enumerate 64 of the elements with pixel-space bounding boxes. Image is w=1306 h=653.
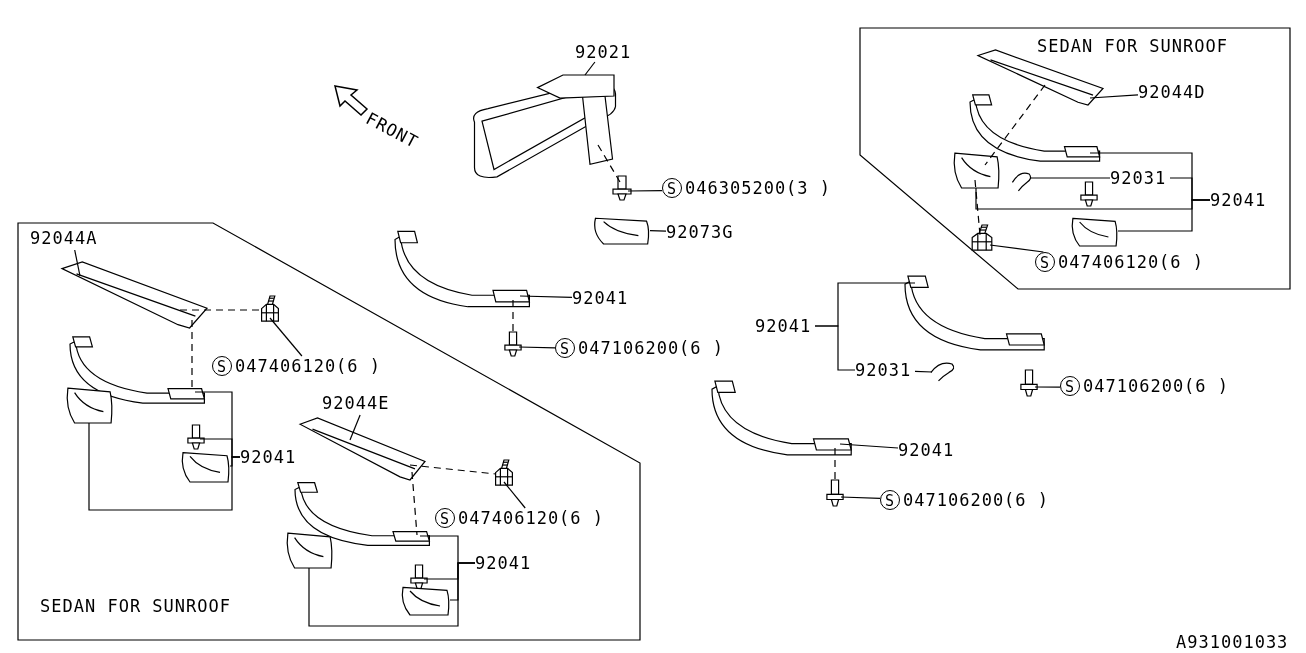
assembly-line — [984, 84, 1046, 166]
cover-drawing — [180, 450, 230, 482]
assembly-line — [512, 299, 514, 333]
leader-line — [814, 325, 856, 371]
cover-drawing — [1070, 216, 1118, 246]
leader-line — [840, 496, 881, 499]
bolt-drawing — [492, 460, 516, 488]
callout-number: 92041 — [240, 447, 297, 467]
assembly-line — [409, 464, 497, 475]
callout-number: 92044E — [322, 393, 390, 413]
panel-title: SEDAN FOR SUNROOF — [1037, 36, 1228, 56]
cover-drawing — [400, 585, 450, 615]
cover-drawing — [65, 385, 113, 423]
leader-line — [1034, 386, 1061, 388]
leader-line — [88, 422, 241, 511]
retainer-drawing — [978, 50, 1103, 105]
leader-line — [518, 346, 556, 349]
cover-drawing — [285, 530, 333, 568]
panel-title: SEDAN FOR SUNROOF — [40, 596, 231, 616]
leader-line — [503, 481, 526, 509]
screw-drawing — [1020, 370, 1038, 396]
leader-line — [584, 61, 596, 76]
retainer-drawing — [62, 262, 207, 328]
part-number: 047406120(6 ) — [458, 508, 605, 528]
screw-drawing — [612, 176, 632, 200]
part-number: 047106200(6 ) — [903, 490, 1050, 510]
leader-line — [1117, 199, 1211, 232]
part-number: 046305200(3 ) — [685, 178, 832, 198]
cover-drawing — [952, 150, 1000, 188]
screw-drawing — [1080, 182, 1098, 206]
callout-number: 92041 — [1210, 190, 1267, 210]
drawing-number: A931001033 — [1176, 632, 1289, 652]
part-number: 047106200(6 ) — [578, 338, 725, 358]
screw-drawing — [826, 480, 844, 506]
leader-line — [269, 317, 303, 357]
callout-number: 92041 — [898, 440, 955, 460]
callout-number: 92041 — [572, 288, 629, 308]
callout-number: 92021 — [575, 42, 632, 62]
leader-line — [308, 562, 476, 627]
callout-number: 92073G — [666, 222, 734, 242]
assembly-line — [411, 471, 418, 536]
callout-number: 92031 — [855, 360, 912, 380]
part-number: 047406120(6 ) — [235, 356, 382, 376]
part-number: 047406120(6 ) — [1058, 252, 1205, 272]
assembly-line — [597, 144, 621, 183]
callout-number: 92044A — [30, 228, 98, 248]
leader-line — [649, 230, 667, 232]
assembly-line — [834, 447, 836, 481]
callout-number: 92031 — [1110, 168, 1167, 188]
leader-line — [74, 249, 81, 277]
bolt-drawing — [258, 296, 282, 324]
callout-number: 92041 — [755, 316, 812, 336]
leader-line — [627, 190, 663, 192]
leader-line — [349, 414, 361, 441]
leader-line — [914, 370, 933, 373]
part-number: 047106200(6 ) — [1083, 376, 1230, 396]
retainer-drawing — [300, 418, 425, 480]
screw-drawing — [187, 425, 205, 449]
screw-drawing — [504, 332, 522, 356]
callout-number: 92044D — [1138, 82, 1206, 102]
callout-number: 92041 — [475, 553, 532, 573]
leader-line — [1089, 94, 1139, 99]
cover-drawing — [592, 216, 650, 244]
leader-line — [1029, 177, 1111, 179]
